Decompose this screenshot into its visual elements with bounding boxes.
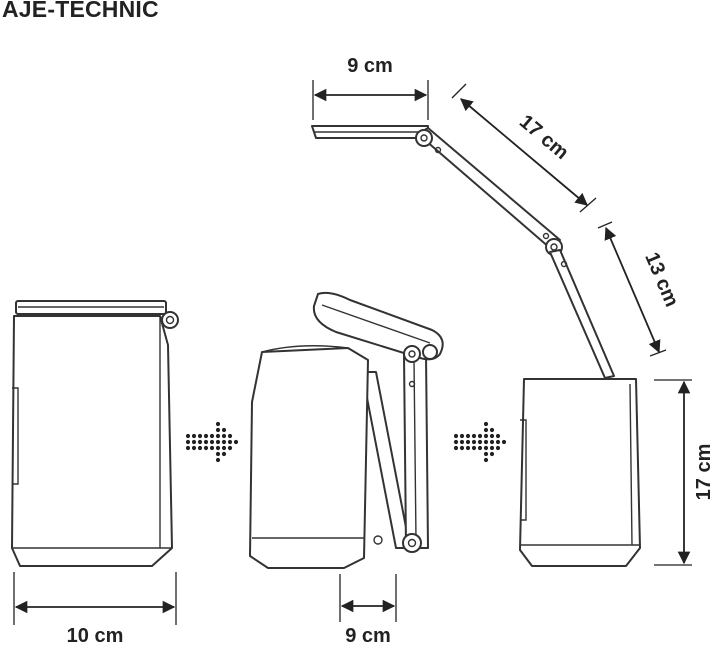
joint-top <box>403 345 421 363</box>
joint-bottom <box>402 533 422 553</box>
lamp-body-unfolding <box>249 347 369 569</box>
pivot-knob <box>161 311 179 329</box>
label-base-height: 17 cm <box>693 444 715 501</box>
lamp-body-closed <box>11 315 173 567</box>
lower-arm-unfolding <box>361 371 411 549</box>
brand-logo: AJE-TECHNIC <box>2 0 159 22</box>
dotted-arrow-icon <box>185 421 239 463</box>
dimension-base-depth: 9 cm <box>339 574 397 647</box>
label-base-depth: 9 cm <box>345 625 391 647</box>
lamp-body-extended <box>519 378 641 567</box>
label-upper-arm: 17 cm <box>515 111 573 164</box>
lamp-closed <box>11 300 179 567</box>
dotted-arrow-icon <box>453 421 507 463</box>
dimension-head-width: 9 cm <box>312 55 429 120</box>
dimension-base-height: 17 cm <box>654 379 715 566</box>
label-closed-width: 10 cm <box>67 625 124 647</box>
dimension-lower-arm: 13 cm <box>597 221 683 357</box>
dimension-closed-width: 10 cm <box>13 572 177 647</box>
lower-arm-extended <box>549 249 615 379</box>
lamp-unfolding <box>249 291 444 569</box>
lamp-head-tilted <box>312 291 444 361</box>
dimension-upper-arm: 17 cm <box>451 83 597 213</box>
label-head-width: 9 cm <box>347 55 393 77</box>
label-lower-arm: 13 cm <box>640 249 682 310</box>
